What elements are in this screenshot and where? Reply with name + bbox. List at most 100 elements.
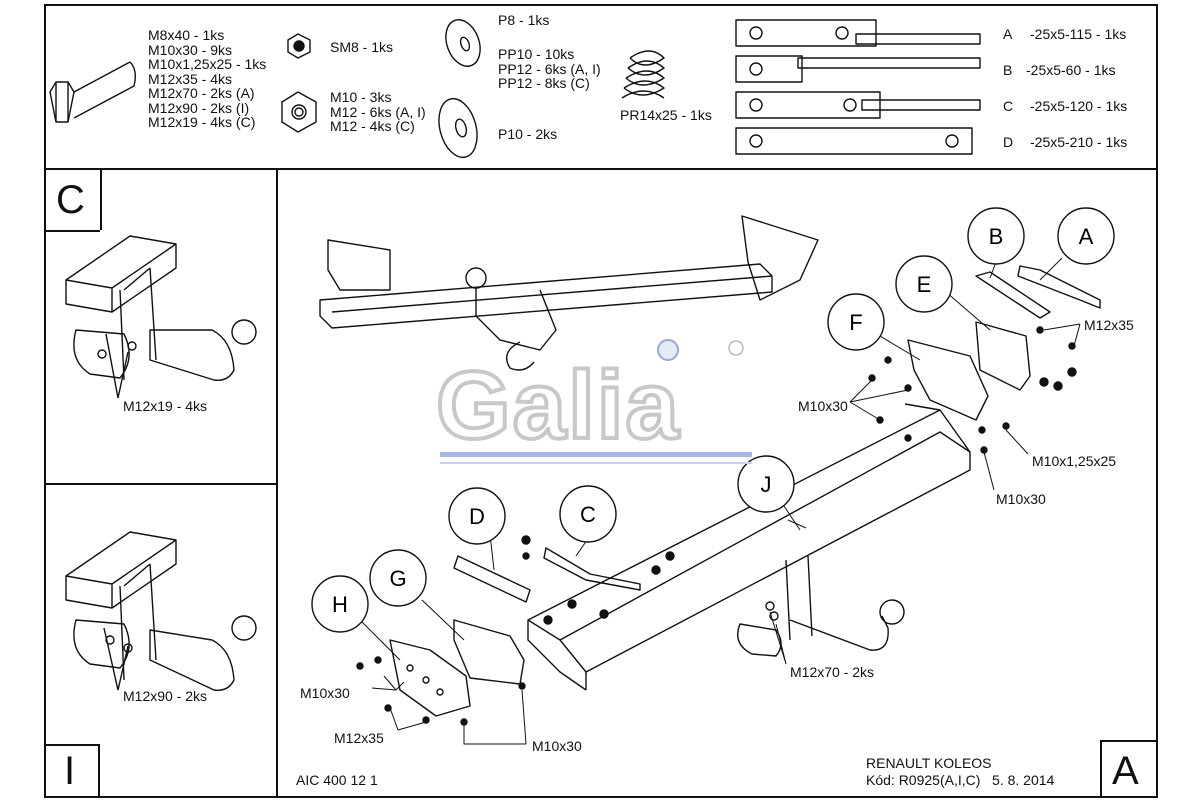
panel-c-letter: C bbox=[56, 178, 85, 222]
plate-d-icon bbox=[735, 127, 973, 155]
panel-i-bolt-label: M12x90 - 2ks bbox=[123, 688, 208, 704]
pp-item: PP10 - 10ks bbox=[498, 46, 575, 62]
nut-icon bbox=[281, 91, 317, 133]
bolt-item: M12x35 - 4ks bbox=[148, 70, 233, 87]
plate-d-spec: -25x5-210 - 1ks bbox=[1030, 134, 1128, 150]
svg-text:D: D bbox=[469, 504, 485, 529]
svg-text:B: B bbox=[989, 224, 1004, 249]
left-bottom-box-side bbox=[98, 744, 100, 798]
label-m10x125: M10x1,25x25 bbox=[1032, 453, 1117, 469]
assembled-towbar-icon bbox=[319, 215, 819, 371]
label-m10x30-bottom: M10x30 bbox=[532, 738, 582, 754]
washer-p8-icon bbox=[445, 19, 481, 67]
pp-item: PP12 - 6ks (A, I) bbox=[498, 60, 601, 77]
svg-text:F: F bbox=[849, 310, 862, 335]
spring-label: PR14x25 - 1ks bbox=[620, 107, 712, 123]
plate-a-letter: A bbox=[1003, 26, 1013, 42]
spring-icon bbox=[621, 50, 665, 99]
svg-text:E: E bbox=[917, 272, 932, 297]
callout-lines bbox=[359, 257, 1063, 661]
callout-g: G bbox=[369, 549, 427, 607]
callout-d: D bbox=[448, 487, 506, 545]
bolt-item: M10x1,25x25 - 1ks bbox=[148, 56, 267, 72]
panel-i-letter: I bbox=[64, 749, 76, 793]
hook-a-icon bbox=[737, 555, 905, 657]
bolt-item: M12x90 - 2ks (I) bbox=[148, 99, 250, 116]
nut-item: M12 - 6ks (A, I) bbox=[330, 103, 426, 120]
bracket-right-icon bbox=[907, 321, 1031, 421]
sm8-label: SM8 - 1ks bbox=[330, 39, 394, 55]
galia-logo: Galia bbox=[434, 339, 752, 464]
bolt-list: M8x40 - 1ks M10x30 - 9ks M10x1,25x25 - 1… bbox=[148, 28, 266, 130]
drawing-code: AIC 400 12 1 bbox=[296, 772, 378, 788]
label-m12x35-top: M12x35 bbox=[1084, 317, 1134, 333]
header-divider bbox=[44, 168, 1158, 170]
a-box-top bbox=[1100, 740, 1158, 742]
c-box-side bbox=[100, 168, 102, 230]
svg-text:A: A bbox=[1079, 224, 1094, 249]
svg-text:H: H bbox=[332, 592, 348, 617]
bracket-left-icon bbox=[389, 619, 525, 717]
panel-i-hitch-icon bbox=[65, 531, 257, 691]
a-box-side bbox=[1100, 740, 1102, 798]
nut-item: M12 - 4ks (C) bbox=[330, 118, 415, 134]
svg-text:Galia: Galia bbox=[436, 352, 681, 459]
panel-i-leader bbox=[103, 627, 129, 691]
plate-b-letter: B bbox=[1003, 62, 1013, 78]
pp-list: PP10 - 10ks PP12 - 6ks (A, I) PP12 - 8ks… bbox=[498, 47, 601, 91]
plate-c-part-icon bbox=[543, 547, 641, 591]
p8-label: P8 - 1ks bbox=[498, 12, 550, 28]
p10-label: P10 - 2ks bbox=[498, 126, 558, 142]
leader-lines bbox=[371, 323, 1081, 745]
plate-a-spec: -25x5-115 - 1ks bbox=[1030, 26, 1127, 42]
plate-b-icon bbox=[735, 55, 981, 83]
svg-text:G: G bbox=[389, 566, 406, 591]
bolt-item: M12x70 - 2ks (A) bbox=[148, 85, 255, 101]
product-code: Kód: R0925(A,I,C) 5. 8. 2014 bbox=[866, 772, 1055, 788]
panel-c-hitch-icon bbox=[65, 235, 257, 381]
plate-a-icon bbox=[735, 19, 981, 47]
panel-c-leader bbox=[105, 333, 129, 399]
plate-d-part-icon bbox=[453, 555, 531, 603]
panel-c-bolt-label: M12x19 - 4ks bbox=[123, 398, 208, 414]
sm8-nut-icon bbox=[287, 33, 311, 59]
plate-b-part-icon bbox=[975, 271, 1051, 319]
nut-item: M10 - 3ks bbox=[330, 89, 392, 105]
bolt-item: M8x40 - 1ks bbox=[148, 27, 225, 43]
callout-a: A bbox=[1057, 207, 1115, 265]
callout-j: J bbox=[737, 455, 795, 513]
bolt-item: M12x19 - 4ks (C) bbox=[148, 114, 256, 130]
svg-text:J: J bbox=[761, 472, 772, 497]
label-m10x30-right: M10x30 bbox=[798, 398, 848, 414]
callout-b: B bbox=[967, 207, 1025, 265]
vehicle-name: RENAULT KOLEOS bbox=[866, 755, 992, 771]
plate-c-letter: C bbox=[1003, 98, 1014, 114]
label-m10x30-lower-right: M10x30 bbox=[996, 491, 1046, 507]
main-a-letter: A bbox=[1112, 749, 1139, 793]
plate-c-icon bbox=[735, 91, 981, 119]
left-bottom-box-top bbox=[44, 744, 98, 746]
plate-b-spec: -25x5-60 - 1ks bbox=[1026, 62, 1116, 78]
label-m10x30-left: M10x30 bbox=[300, 685, 350, 701]
plate-a-part-icon bbox=[1017, 265, 1101, 309]
nut-list: M10 - 3ks M12 - 6ks (A, I) M12 - 4ks (C) bbox=[330, 90, 426, 134]
label-m12x70: M12x70 - 2ks bbox=[790, 664, 875, 680]
svg-text:C: C bbox=[580, 502, 596, 527]
callout-c: C bbox=[559, 485, 617, 543]
pp-item: PP12 - 8ks (C) bbox=[498, 75, 590, 91]
crossbar-j-icon bbox=[527, 403, 971, 691]
plate-d-letter: D bbox=[1003, 134, 1014, 150]
c-box-bottom bbox=[44, 230, 100, 232]
label-m12x35-left: M12x35 bbox=[334, 730, 384, 746]
bolt-icon bbox=[49, 61, 137, 123]
callout-e: E bbox=[895, 255, 953, 313]
plate-c-spec: -25x5-120 - 1ks bbox=[1030, 98, 1128, 114]
left-panel-divider bbox=[276, 168, 278, 798]
callout-f: F bbox=[827, 293, 885, 351]
bolt-item: M10x30 - 9ks bbox=[148, 41, 233, 58]
drawing-frame bbox=[44, 4, 1158, 798]
washer-p10-icon bbox=[438, 97, 478, 159]
callout-h: H bbox=[311, 575, 369, 633]
left-panel-split bbox=[44, 483, 276, 485]
